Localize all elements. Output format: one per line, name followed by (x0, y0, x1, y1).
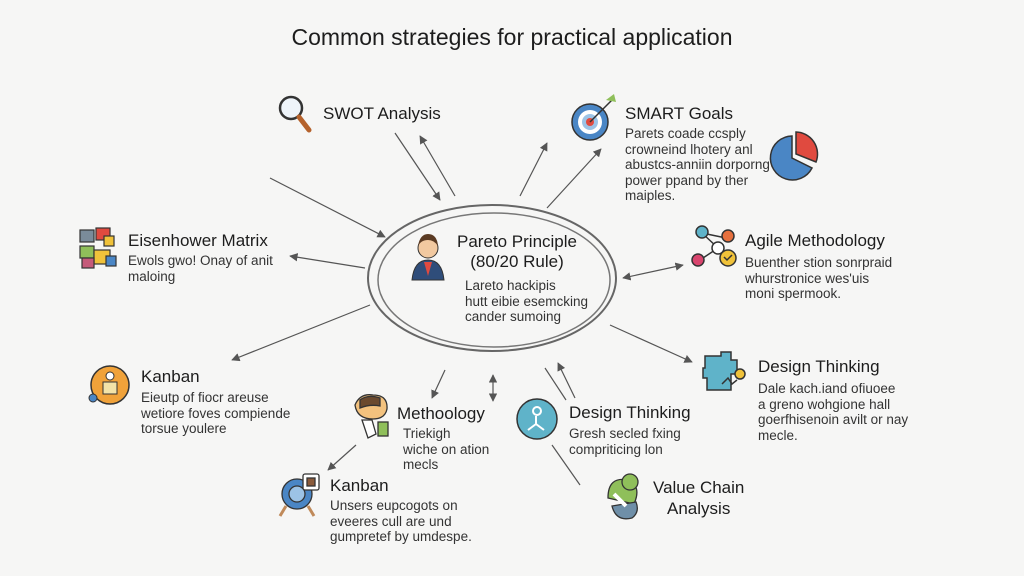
text-line: eveeres cull are und (330, 513, 452, 529)
text-line: wetiore foves compiende (141, 405, 291, 421)
text-line: Eieutp of fiocr areuse (141, 390, 269, 405)
arrow (394, 132, 441, 201)
target-board-icon (278, 473, 320, 517)
value-chain-title: Value Chain Analysis (653, 477, 744, 519)
kanban-left-body: Eieutp of fiocr areuse wetiore foves com… (141, 390, 290, 437)
design-center-title: Design Thinking (569, 403, 691, 422)
network-icon (691, 225, 737, 267)
eisenhower-title: Eisenhower Matrix (128, 231, 268, 250)
text-line: Gresh secled fxing (569, 426, 681, 441)
text-line: Dale kach.iand ofiuoee (758, 381, 896, 396)
text-line: hutt eibie esemcking (465, 293, 589, 309)
agile-title: Agile Methodology (745, 231, 885, 250)
hands-icon (354, 394, 389, 439)
text-line: whurstronice wes'uis (745, 270, 870, 286)
smart-body: Parets coade ccsply crowneind lhotery an… (625, 126, 770, 204)
swot-title: SWOT Analysis (323, 104, 441, 123)
text-line: Value Chain (653, 478, 745, 497)
text-line: cander sumoing (465, 309, 562, 324)
design-right-body: Dale kach.iand ofiuoee a greno wohgione … (758, 381, 908, 443)
magnifier-icon (278, 95, 312, 133)
methodology-body: Triekigh wiche on ation mecls (403, 426, 489, 473)
matrix-icon (79, 227, 117, 269)
text-line: Lareto hackipis (465, 278, 556, 293)
arrow (622, 262, 684, 281)
text-line: power ppand by ther (625, 172, 749, 188)
smart-title: SMART Goals (625, 104, 734, 123)
text-line: abustcs-anniin dorporng (625, 157, 770, 172)
diagram-title: Common strategies for practical applicat… (291, 24, 733, 50)
arrow (609, 324, 693, 363)
kanban-bottom-body: Unsers eupcogots on eveeres cull are und… (330, 498, 472, 545)
center-ring-outer (367, 204, 617, 352)
kanban-bottom-title: Kanban (330, 476, 389, 495)
text-line: maloing (128, 268, 176, 284)
text-line: torsue youlere (141, 421, 227, 436)
text-line: mecle. (758, 427, 798, 443)
text-line: moni spermook. (745, 286, 842, 301)
text-line: Parets coade ccsply (625, 126, 746, 141)
arrow (231, 304, 371, 362)
text-line: maiples. (625, 188, 676, 203)
text-line: Analysis (667, 499, 731, 518)
arrow (419, 135, 456, 197)
text-line: a greno wohgione hall (758, 396, 891, 412)
arrow (519, 142, 548, 197)
arrow (269, 177, 386, 238)
arrow (546, 148, 602, 209)
arrow (289, 253, 366, 269)
text-line: goerfhisenoin avilt or nay (758, 412, 909, 427)
text-line: Ewols gwo! Onay of anit (128, 253, 273, 268)
target-icon (571, 94, 616, 141)
arrow (557, 362, 576, 399)
design-center-body: Gresh secled fxing compriticing lon (569, 426, 681, 457)
arrow (327, 444, 357, 471)
kanban-left-title: Kanban (141, 367, 200, 386)
eisenhower-body: Ewols gwo! Onay of anit maloing (128, 253, 273, 284)
arrow (544, 367, 567, 401)
kanban-icon (88, 365, 130, 405)
center-body: Lareto hackipis hutt eibie esemcking can… (465, 278, 588, 325)
agile-body: Buenther stion sonrpraid whurstronice we… (745, 255, 892, 302)
methodology-title: Methoology (397, 404, 485, 423)
text-line: mecls (403, 457, 439, 472)
text-line: wiche on ation (403, 441, 490, 457)
text-line: crowneind lhotery anl (625, 141, 753, 157)
person-circle-icon (516, 398, 558, 440)
center-title: Pareto Principle (80/20 Rule) (452, 232, 582, 272)
text-line: Unsers eupcogots on (330, 498, 458, 513)
value-chain-icon (607, 473, 639, 520)
text-line: compriticing lon (569, 441, 663, 457)
arrow (551, 444, 581, 486)
text-line: (80/20 Rule) (470, 252, 564, 271)
arrow (431, 369, 446, 399)
design-right-title: Design Thinking (758, 357, 880, 376)
text-line: Pareto Principle (456, 232, 577, 251)
text-line: Triekigh (403, 426, 451, 441)
avatar-icon (411, 234, 445, 281)
text-line: gumpretef by umdespe. (330, 529, 472, 544)
pie-chart-icon (769, 131, 819, 181)
puzzle-icon (702, 351, 746, 391)
text-line: Buenther stion sonrpraid (745, 255, 893, 270)
center-ring-inner (377, 212, 611, 348)
